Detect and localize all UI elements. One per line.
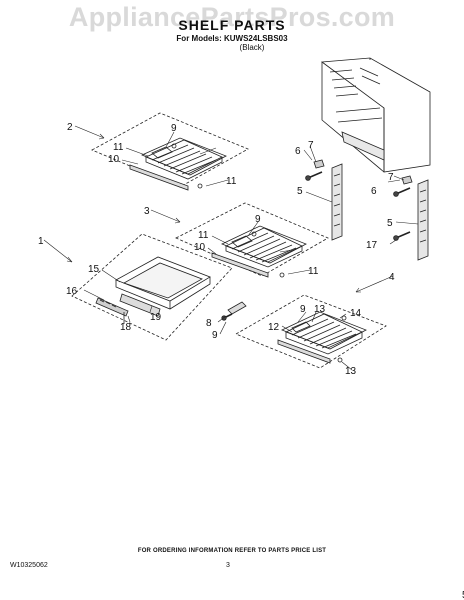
- callout-11-shelf2-right: 11: [226, 176, 237, 187]
- callout-17: 17: [366, 240, 378, 251]
- callout-15: 15: [88, 264, 100, 275]
- shelf-rail-right: [417, 179, 429, 261]
- leader-lines: [43, 125, 419, 371]
- callout-10-shelf2: 10: [108, 154, 120, 165]
- callout-9-shelf3: 9: [255, 214, 261, 225]
- callout-5-left: 5: [297, 186, 303, 197]
- callout-7-left: 7: [308, 140, 314, 151]
- callout-11-shelf2-left: 11: [113, 142, 124, 153]
- shelf-assembly-3: [175, 202, 329, 278]
- callout-16: 16: [66, 286, 78, 297]
- callout-2: 2: [67, 122, 73, 133]
- site-watermark: AppliancePartsPros.com: [68, 2, 396, 32]
- callout-5-right: 5: [387, 218, 393, 229]
- callout-9-shelf4: 9: [300, 304, 306, 315]
- callout-4: 4: [389, 272, 395, 283]
- callout-14: 14: [350, 308, 362, 319]
- callout-5-extra: 5: [462, 590, 464, 600]
- shelf-assembly-2: [91, 112, 249, 191]
- callout-13-bottom: 13: [345, 366, 357, 377]
- ordering-note: FOR ORDERING INFORMATION REFER TO PARTS …: [137, 548, 327, 554]
- callout-9-screw: 9: [212, 330, 218, 341]
- callout-6-left: 6: [295, 146, 301, 157]
- page-number: 3: [226, 562, 230, 569]
- callout-19: 19: [150, 312, 162, 323]
- shelf-rail-left: [331, 163, 343, 241]
- shelf-assembly-1: [71, 233, 233, 341]
- fasteners: [221, 159, 413, 321]
- page-title: SHELF PARTS: [178, 17, 286, 33]
- callout-11-shelf3-right: 11: [308, 266, 319, 277]
- cabinet-liner: [320, 57, 431, 173]
- callout-7-right: 7: [388, 172, 394, 183]
- callout-13-top: 13: [314, 304, 326, 315]
- color-note: (Black): [239, 43, 265, 52]
- callout-12: 12: [268, 322, 280, 333]
- callout-10-shelf3: 10: [194, 242, 206, 253]
- document-number: W10325062: [10, 562, 48, 569]
- callout-11-shelf3-left: 11: [198, 230, 209, 241]
- callout-18: 18: [120, 322, 132, 333]
- callout-6-right: 6: [371, 186, 377, 197]
- callout-1: 1: [38, 236, 44, 247]
- callout-numbers: 1 2 3 4 5 5 5 6 6 7 7 8 9 9 9 9 10 10 11…: [38, 122, 464, 600]
- shelf-assembly-4: [235, 294, 387, 369]
- callout-9-shelf2: 9: [171, 123, 177, 134]
- models-line: For Models: KUWS24LSBS03: [176, 34, 288, 43]
- callout-8: 8: [206, 318, 212, 329]
- callout-3: 3: [144, 206, 150, 217]
